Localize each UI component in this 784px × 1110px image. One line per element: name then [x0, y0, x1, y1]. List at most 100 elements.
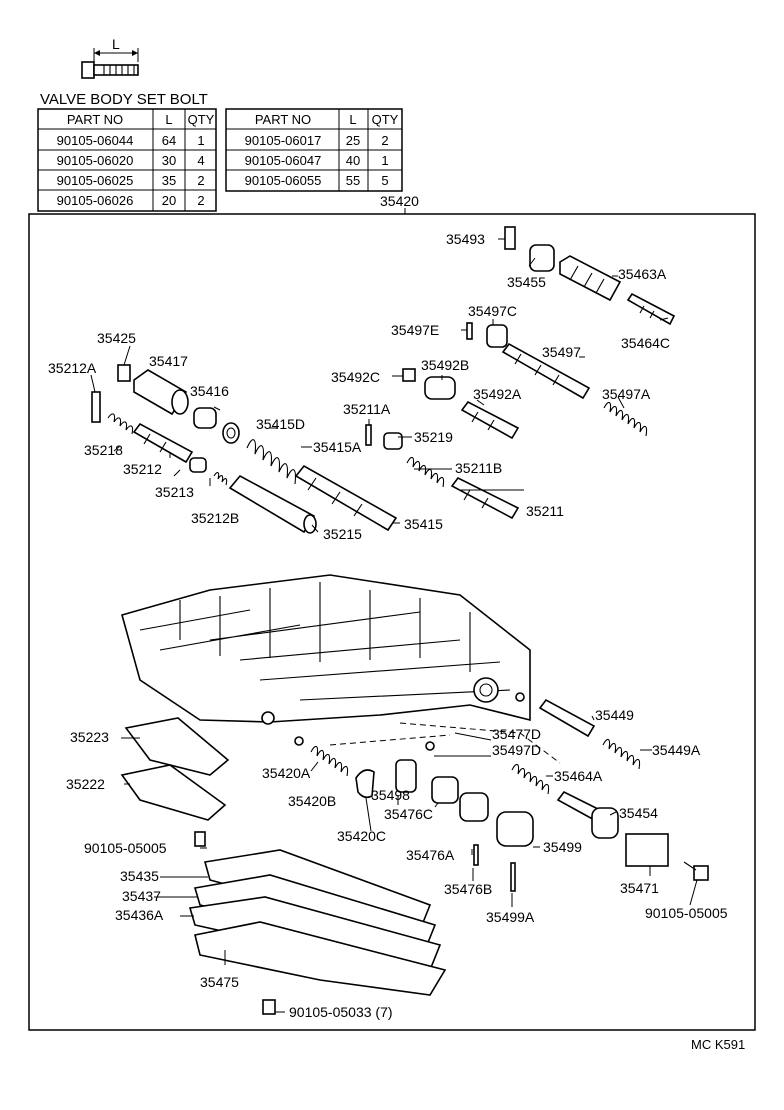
- part-35425-shape: [117, 364, 131, 382]
- table-cell: 2: [381, 133, 388, 148]
- bolt-table-title: VALVE BODY SET BOLT: [40, 91, 208, 108]
- bolt-05033-shape: [262, 999, 276, 1015]
- part-35497E-shape: [466, 322, 473, 340]
- label-35471: 35471: [620, 880, 659, 896]
- label-35493: 35493: [446, 231, 485, 247]
- part-35215-shape: [228, 474, 317, 534]
- table-cell: 30: [162, 153, 176, 168]
- part-35499-shape: [496, 811, 534, 847]
- table-cell: 90105-06025: [57, 173, 134, 188]
- part-35211-shape: [450, 476, 520, 520]
- part-35417-shape: [133, 369, 189, 416]
- part-35416-shape: [193, 407, 217, 429]
- label-35436A: 35436A: [115, 907, 164, 923]
- figure-code: MC K591: [691, 1037, 745, 1052]
- table-header: PART NO: [67, 112, 123, 127]
- valve-body-casting: [121, 574, 531, 725]
- label-35464C: 35464C: [621, 335, 670, 351]
- part-35213-shape: [189, 457, 207, 473]
- label-35499A: 35499A: [486, 909, 535, 925]
- part-35498-shape: [395, 759, 417, 793]
- label-35219: 35219: [414, 429, 453, 445]
- label-35497: 35497: [542, 344, 581, 360]
- part-35449A-spring: [602, 738, 641, 770]
- label-35212B: 35212B: [191, 510, 239, 526]
- table-cell: 64: [162, 133, 176, 148]
- table-cell: 1: [197, 133, 204, 148]
- alignment-guide: [399, 722, 561, 764]
- part-35211A-shape: [365, 424, 372, 446]
- label-35415D: 35415D: [256, 416, 305, 432]
- table-cell: 90105-06020: [57, 153, 134, 168]
- table-cell: 5: [381, 173, 388, 188]
- part-35223-plate: [124, 717, 230, 776]
- label-35454: 35454: [619, 805, 658, 821]
- label-35213: 35213: [155, 484, 194, 500]
- part-labels: 35493 35455 35463A 35497C 35497E 35464C …: [48, 231, 728, 1020]
- label-35497D: 35497D: [492, 742, 541, 758]
- part-35219-shape: [383, 432, 403, 450]
- part-35476C-shape: [431, 776, 459, 804]
- label-35435: 35435: [120, 868, 159, 884]
- part-35454-shape: [556, 790, 619, 839]
- table-cell: 20: [162, 193, 176, 208]
- label-35492A: 35492A: [473, 386, 522, 402]
- bolt-dimension-icon: [81, 48, 139, 79]
- table-cell: 2: [197, 173, 204, 188]
- label-35212: 35212: [123, 461, 162, 477]
- label-35212A: 35212A: [48, 360, 97, 376]
- dimension-l-label: L: [112, 36, 120, 52]
- part-35218-spring: [107, 413, 134, 435]
- label-bolt-90105-05033: 90105-05033 (7): [289, 1004, 393, 1020]
- table-cell: 90105-06017: [245, 133, 322, 148]
- label-35477D: 35477D: [492, 726, 541, 742]
- table-cell: 90105-06055: [245, 173, 322, 188]
- label-35416: 35416: [190, 383, 229, 399]
- leader-lines: [90, 238, 698, 1013]
- label-35449A: 35449A: [652, 742, 701, 758]
- part-35471-shape: [625, 833, 669, 867]
- table-cell: 35: [162, 173, 176, 188]
- part-35476B-pin: [473, 844, 479, 866]
- table-cell: 1: [381, 153, 388, 168]
- table-cell: 40: [346, 153, 360, 168]
- part-35477D-ball: [294, 736, 304, 746]
- part-35415A-spring: [246, 439, 296, 485]
- label-35415: 35415: [404, 516, 443, 532]
- label-35417: 35417: [149, 353, 188, 369]
- label-bolt-90105-05005-b: 90105-05005: [645, 905, 728, 921]
- label-35211B: 35211B: [455, 460, 502, 476]
- part-35464C-shape: [626, 292, 676, 326]
- part-35492C-shape: [402, 368, 416, 382]
- table-cell: 4: [197, 153, 204, 168]
- part-35420A-spring: [310, 745, 349, 777]
- label-35222: 35222: [66, 776, 105, 792]
- table-header: PART NO: [255, 112, 311, 127]
- label-35449: 35449: [595, 707, 634, 723]
- label-35476A: 35476A: [406, 847, 455, 863]
- label-35437: 35437: [122, 888, 161, 904]
- part-35497C-shape: [486, 324, 508, 348]
- part-35415D-shape: [222, 422, 240, 444]
- table-header: L: [165, 112, 172, 127]
- part-35212A-shape: [91, 391, 101, 423]
- table-cell: 90105-06047: [245, 153, 322, 168]
- label-35415A: 35415A: [313, 439, 362, 455]
- part-35499A-pin: [510, 862, 516, 892]
- table-header: QTY: [372, 112, 399, 127]
- label-35464A: 35464A: [554, 768, 603, 784]
- label-35498: 35498: [371, 787, 410, 803]
- part-35415-shape: [294, 464, 398, 532]
- part-35492A-shape: [460, 400, 520, 440]
- table-cell: 90105-06026: [57, 193, 134, 208]
- part-35420C-shape: [355, 769, 375, 799]
- label-bolt-90105-05005-a: 90105-05005: [84, 840, 167, 856]
- table-header: QTY: [188, 112, 215, 127]
- label-35476C: 35476C: [384, 806, 433, 822]
- assembly-label: 35420: [380, 193, 419, 209]
- bolt-table-right-text: PART NO L QTY 90105-06017 25 2 90105-060…: [245, 112, 399, 188]
- bolt-table-left: [37, 108, 217, 212]
- part-35449-shape: [538, 698, 596, 738]
- part-35493-shape: [504, 226, 516, 250]
- label-35211A: 35211A: [343, 401, 391, 417]
